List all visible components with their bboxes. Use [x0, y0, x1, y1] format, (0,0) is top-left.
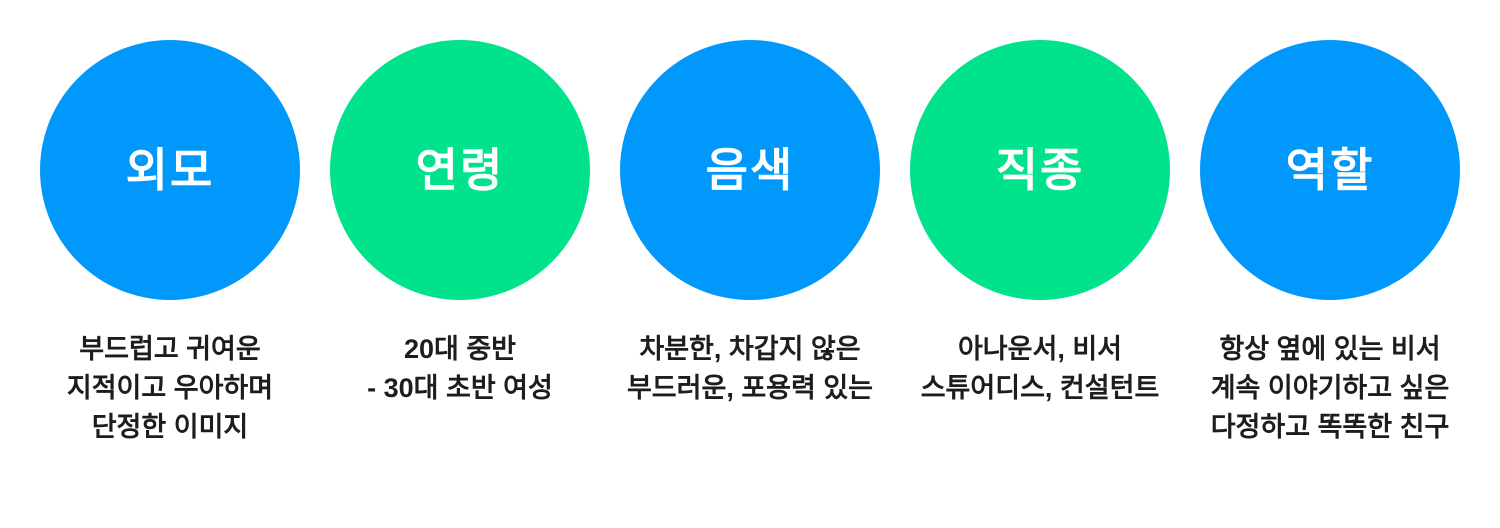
persona-attribute-item: 연령 20대 중반 - 30대 초반 여성 [330, 40, 590, 447]
attribute-circle: 외모 [40, 40, 300, 300]
attribute-description-line: 지적이고 우아하며 [66, 373, 274, 403]
attribute-description-line: 다정하고 똑똑한 친구 [1210, 412, 1450, 442]
attribute-circle-label: 역할 [1285, 144, 1375, 196]
attribute-description-line: 부드럽고 귀여운 [79, 334, 261, 364]
attribute-circle: 직종 [910, 40, 1170, 300]
attribute-description-line: 스튜어디스, 컨설턴트 [920, 373, 1160, 403]
attribute-circle: 음색 [620, 40, 880, 300]
attribute-circle-label: 연령 [415, 144, 505, 196]
attribute-description-line: 계속 이야기하고 싶은 [1210, 373, 1450, 403]
attribute-circle-label: 직종 [995, 144, 1085, 196]
attribute-description-line: 단정한 이미지 [91, 412, 249, 442]
attribute-description-line: 아나운서, 비서 [957, 334, 1123, 364]
attribute-circle-label: 외모 [125, 144, 215, 196]
attribute-circle: 역할 [1200, 40, 1460, 300]
attribute-circle-label: 음색 [705, 144, 795, 196]
attribute-circle: 연령 [330, 40, 590, 300]
attribute-description-line: 차분한, 차갑지 않은 [639, 334, 861, 364]
attribute-description-line: 20대 중반 [403, 334, 517, 364]
attribute-description-line: 부드러운, 포용력 있는 [626, 373, 874, 403]
attribute-description: 20대 중반 - 30대 초반 여성 [367, 330, 553, 408]
attribute-description-line: 항상 옆에 있는 비서 [1219, 334, 1441, 364]
attribute-description-line: - 30대 초반 여성 [367, 373, 553, 403]
